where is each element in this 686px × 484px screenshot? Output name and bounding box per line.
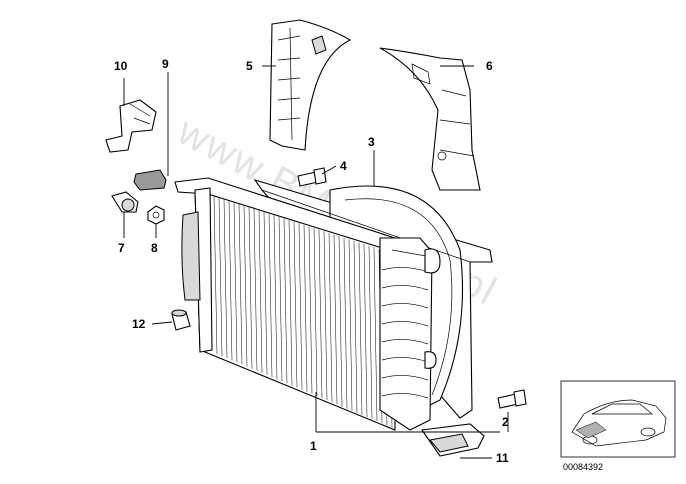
- sensor-7: [111, 191, 139, 213]
- bracket-11: [421, 423, 485, 457]
- callout-labels: 1 2 3 4 5 6 7 8 9 10 11 12: [114, 57, 509, 465]
- bolt-4: [297, 167, 327, 187]
- callout-9: 9: [162, 57, 169, 71]
- callout-3: 3: [368, 135, 375, 149]
- sleeve-12: [171, 309, 191, 331]
- callout-1: 1: [310, 439, 317, 453]
- bracket-10: [105, 99, 157, 153]
- air-duct-left: [269, 19, 352, 151]
- callout-2: 2: [502, 415, 509, 429]
- callout-8: 8: [151, 241, 158, 255]
- nut-8: [147, 205, 165, 225]
- callout-11: 11: [496, 451, 509, 465]
- mount-9: [133, 169, 167, 191]
- leader-lines: [123, 65, 509, 459]
- callout-5: 5: [246, 59, 253, 73]
- bolt-2: [497, 389, 527, 409]
- air-duct-right: [379, 47, 481, 191]
- callout-6: 6: [486, 59, 493, 73]
- callout-12: 12: [132, 317, 146, 331]
- radiator: [174, 177, 441, 431]
- callout-7: 7: [118, 241, 125, 255]
- callout-10: 10: [114, 59, 128, 73]
- car-outline-icon: [571, 399, 667, 447]
- diagram-number: 00084392: [563, 462, 603, 472]
- vehicle-thumbnail: [560, 380, 676, 458]
- callout-4: 4: [340, 159, 347, 173]
